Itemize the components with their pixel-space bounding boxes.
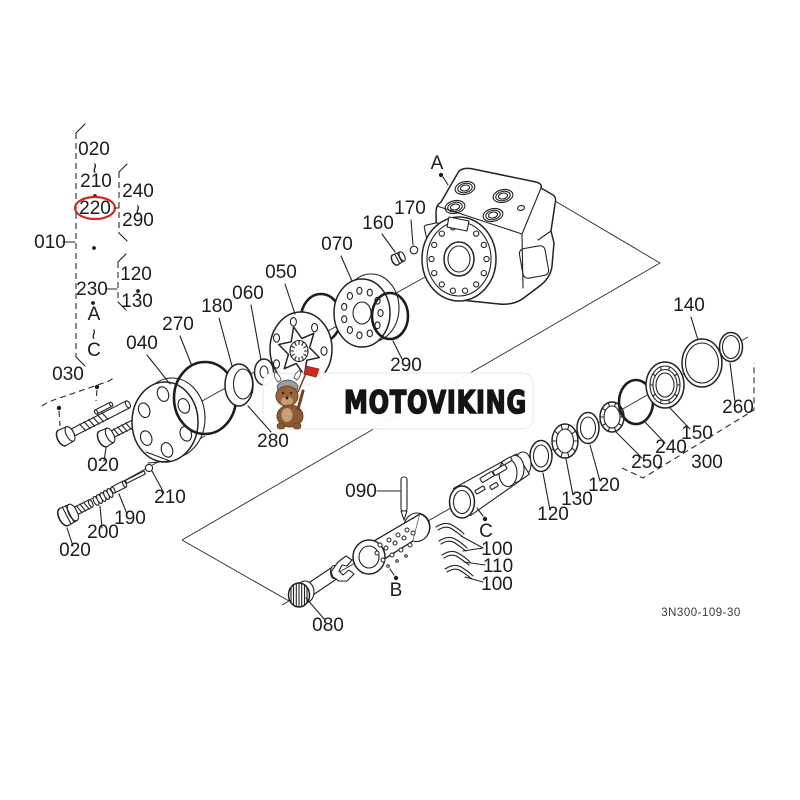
view-label-A: A (431, 153, 444, 174)
range-tilde-icon: ~ (126, 204, 147, 215)
valve-housing (421, 167, 557, 305)
part-label-120: 120 (537, 504, 569, 525)
ball-210 (144, 463, 154, 473)
steering-shaft-080 (287, 555, 355, 608)
plate-holes (341, 286, 384, 340)
list-separator-dot (136, 289, 140, 293)
list-item-210: 210 (80, 171, 112, 192)
watermark: MOTOVIKING (262, 365, 534, 430)
watermark-band (262, 372, 534, 430)
side-pad (518, 245, 550, 279)
boss-keyway-notch (446, 216, 470, 232)
range-tilde-icon: ~ (83, 162, 104, 173)
part-label-090: 090 (345, 481, 377, 502)
group-bracket-300 (621, 363, 755, 479)
part-label-260: 260 (722, 397, 754, 418)
seal-260 (718, 331, 744, 363)
push-rod (124, 470, 146, 484)
spool-holes (374, 527, 416, 568)
view-label-C: C (479, 521, 493, 542)
part-label-190: 190 (114, 508, 146, 529)
part-label-210: 210 (154, 487, 186, 508)
part-label-180: 180 (201, 296, 233, 317)
gerotor-050 (269, 311, 333, 387)
group-label-300: 300 (691, 452, 723, 473)
range-tilde-icon: ~ (82, 328, 103, 339)
part-label-200: 200 (87, 522, 119, 543)
assembly-label-010: 010 (34, 232, 66, 253)
flange-notch (145, 451, 171, 464)
small-pin (93, 401, 114, 415)
mascot-viking-dog-icon (273, 365, 320, 430)
list-item-290: 290 (122, 210, 154, 231)
o-ring-290 (370, 291, 410, 341)
sleeve-C (448, 451, 532, 519)
part-label-110: 110 (483, 556, 513, 577)
mounting-flange-040 (131, 381, 199, 463)
part-label-060: 060 (232, 283, 264, 304)
control-spool-B (352, 512, 431, 575)
seal-280 (232, 368, 254, 400)
leaf-springs (435, 522, 474, 580)
list-item-C: C (87, 340, 101, 361)
hex-bolt (55, 400, 131, 447)
part-label-290: 290 (390, 355, 422, 376)
list-item-A: A (88, 304, 101, 325)
pin-190 (110, 480, 128, 494)
part-label-130: 130 (561, 489, 593, 510)
part-label-120: 120 (588, 475, 620, 496)
list-item-240: 240 (122, 181, 154, 202)
threaded-ports (444, 180, 526, 223)
adjust-screw (57, 499, 94, 527)
part-label-140: 140 (673, 295, 705, 316)
part-label-280: 280 (257, 431, 289, 452)
part-label-020: 020 (59, 540, 91, 561)
part-labels: 040 270 180 060 050 070 160 170 A 290 28… (126, 153, 755, 636)
part-label-160: 160 (362, 213, 394, 234)
list-item-220-highlighted: 220 (79, 198, 111, 219)
spacer-plate-070 (333, 273, 400, 348)
list-separator-dot (91, 301, 95, 305)
list-item-120: 120 (120, 264, 152, 285)
watermark-text: MOTOVIKING (344, 385, 527, 421)
needle-bearing-130 (551, 423, 579, 459)
part-label-270: 270 (162, 314, 194, 335)
list-item-130: 130 (121, 291, 153, 312)
part-label-100: 100 (481, 574, 513, 595)
part-label-020: 020 (87, 455, 119, 476)
part-label-070: 070 (321, 234, 353, 255)
spring-200 (92, 488, 114, 506)
part-label-030: 030 (52, 364, 84, 385)
pushrod-group: 020 200 190 210 (57, 463, 186, 561)
part-label-080: 080 (312, 615, 344, 636)
view-label-B: B (390, 580, 403, 601)
plug-160 (390, 251, 406, 266)
list-separator-dot (92, 246, 96, 250)
part-label-150: 150 (681, 423, 713, 444)
parts-list-panel: 010 020 ~ 210 220 240 ~ 290 230 120 130 … (34, 123, 154, 367)
list-item-020: 020 (78, 139, 110, 160)
seal-stack (529, 331, 744, 473)
ring-140 (681, 338, 723, 388)
bolt-group-030: 030 020 (41, 364, 144, 476)
bearing-150 (645, 361, 685, 409)
drawing-number: 3N300-109-30 (661, 607, 741, 619)
list-item-230: 230 (76, 279, 108, 300)
shaft-fork (330, 555, 355, 582)
ball-170 (409, 245, 419, 255)
gerotor-stack (131, 273, 410, 464)
part-label-250: 250 (631, 452, 663, 473)
part-label-240: 240 (655, 437, 687, 458)
part-label-170: 170 (394, 198, 426, 219)
centering-pin-090 (400, 476, 408, 521)
part-label-100: 100 (481, 539, 513, 560)
part-label-050: 050 (265, 262, 297, 283)
flag-icon (303, 365, 320, 378)
front-boss (421, 216, 497, 302)
part-label-040: 040 (126, 333, 158, 354)
flange-holes (137, 386, 193, 458)
